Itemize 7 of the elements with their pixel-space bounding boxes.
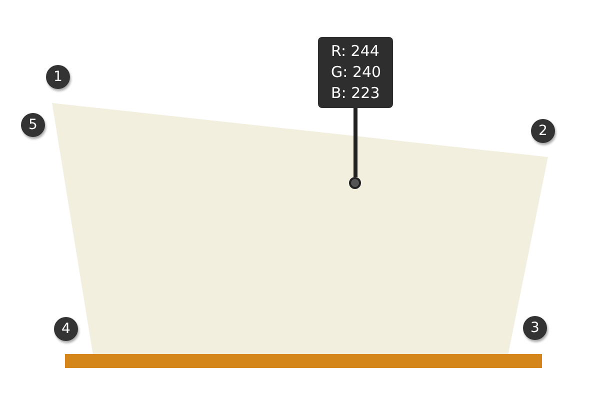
callout-number: 3 bbox=[523, 316, 547, 340]
callout-number: 2 bbox=[531, 119, 555, 143]
color-tooltip: R: 244 G: 240 B: 223 bbox=[318, 37, 393, 108]
callout-number: 5 bbox=[21, 113, 45, 137]
callout-number: 1 bbox=[46, 65, 70, 89]
callout-number: 4 bbox=[54, 317, 78, 341]
leader-line bbox=[354, 108, 358, 177]
